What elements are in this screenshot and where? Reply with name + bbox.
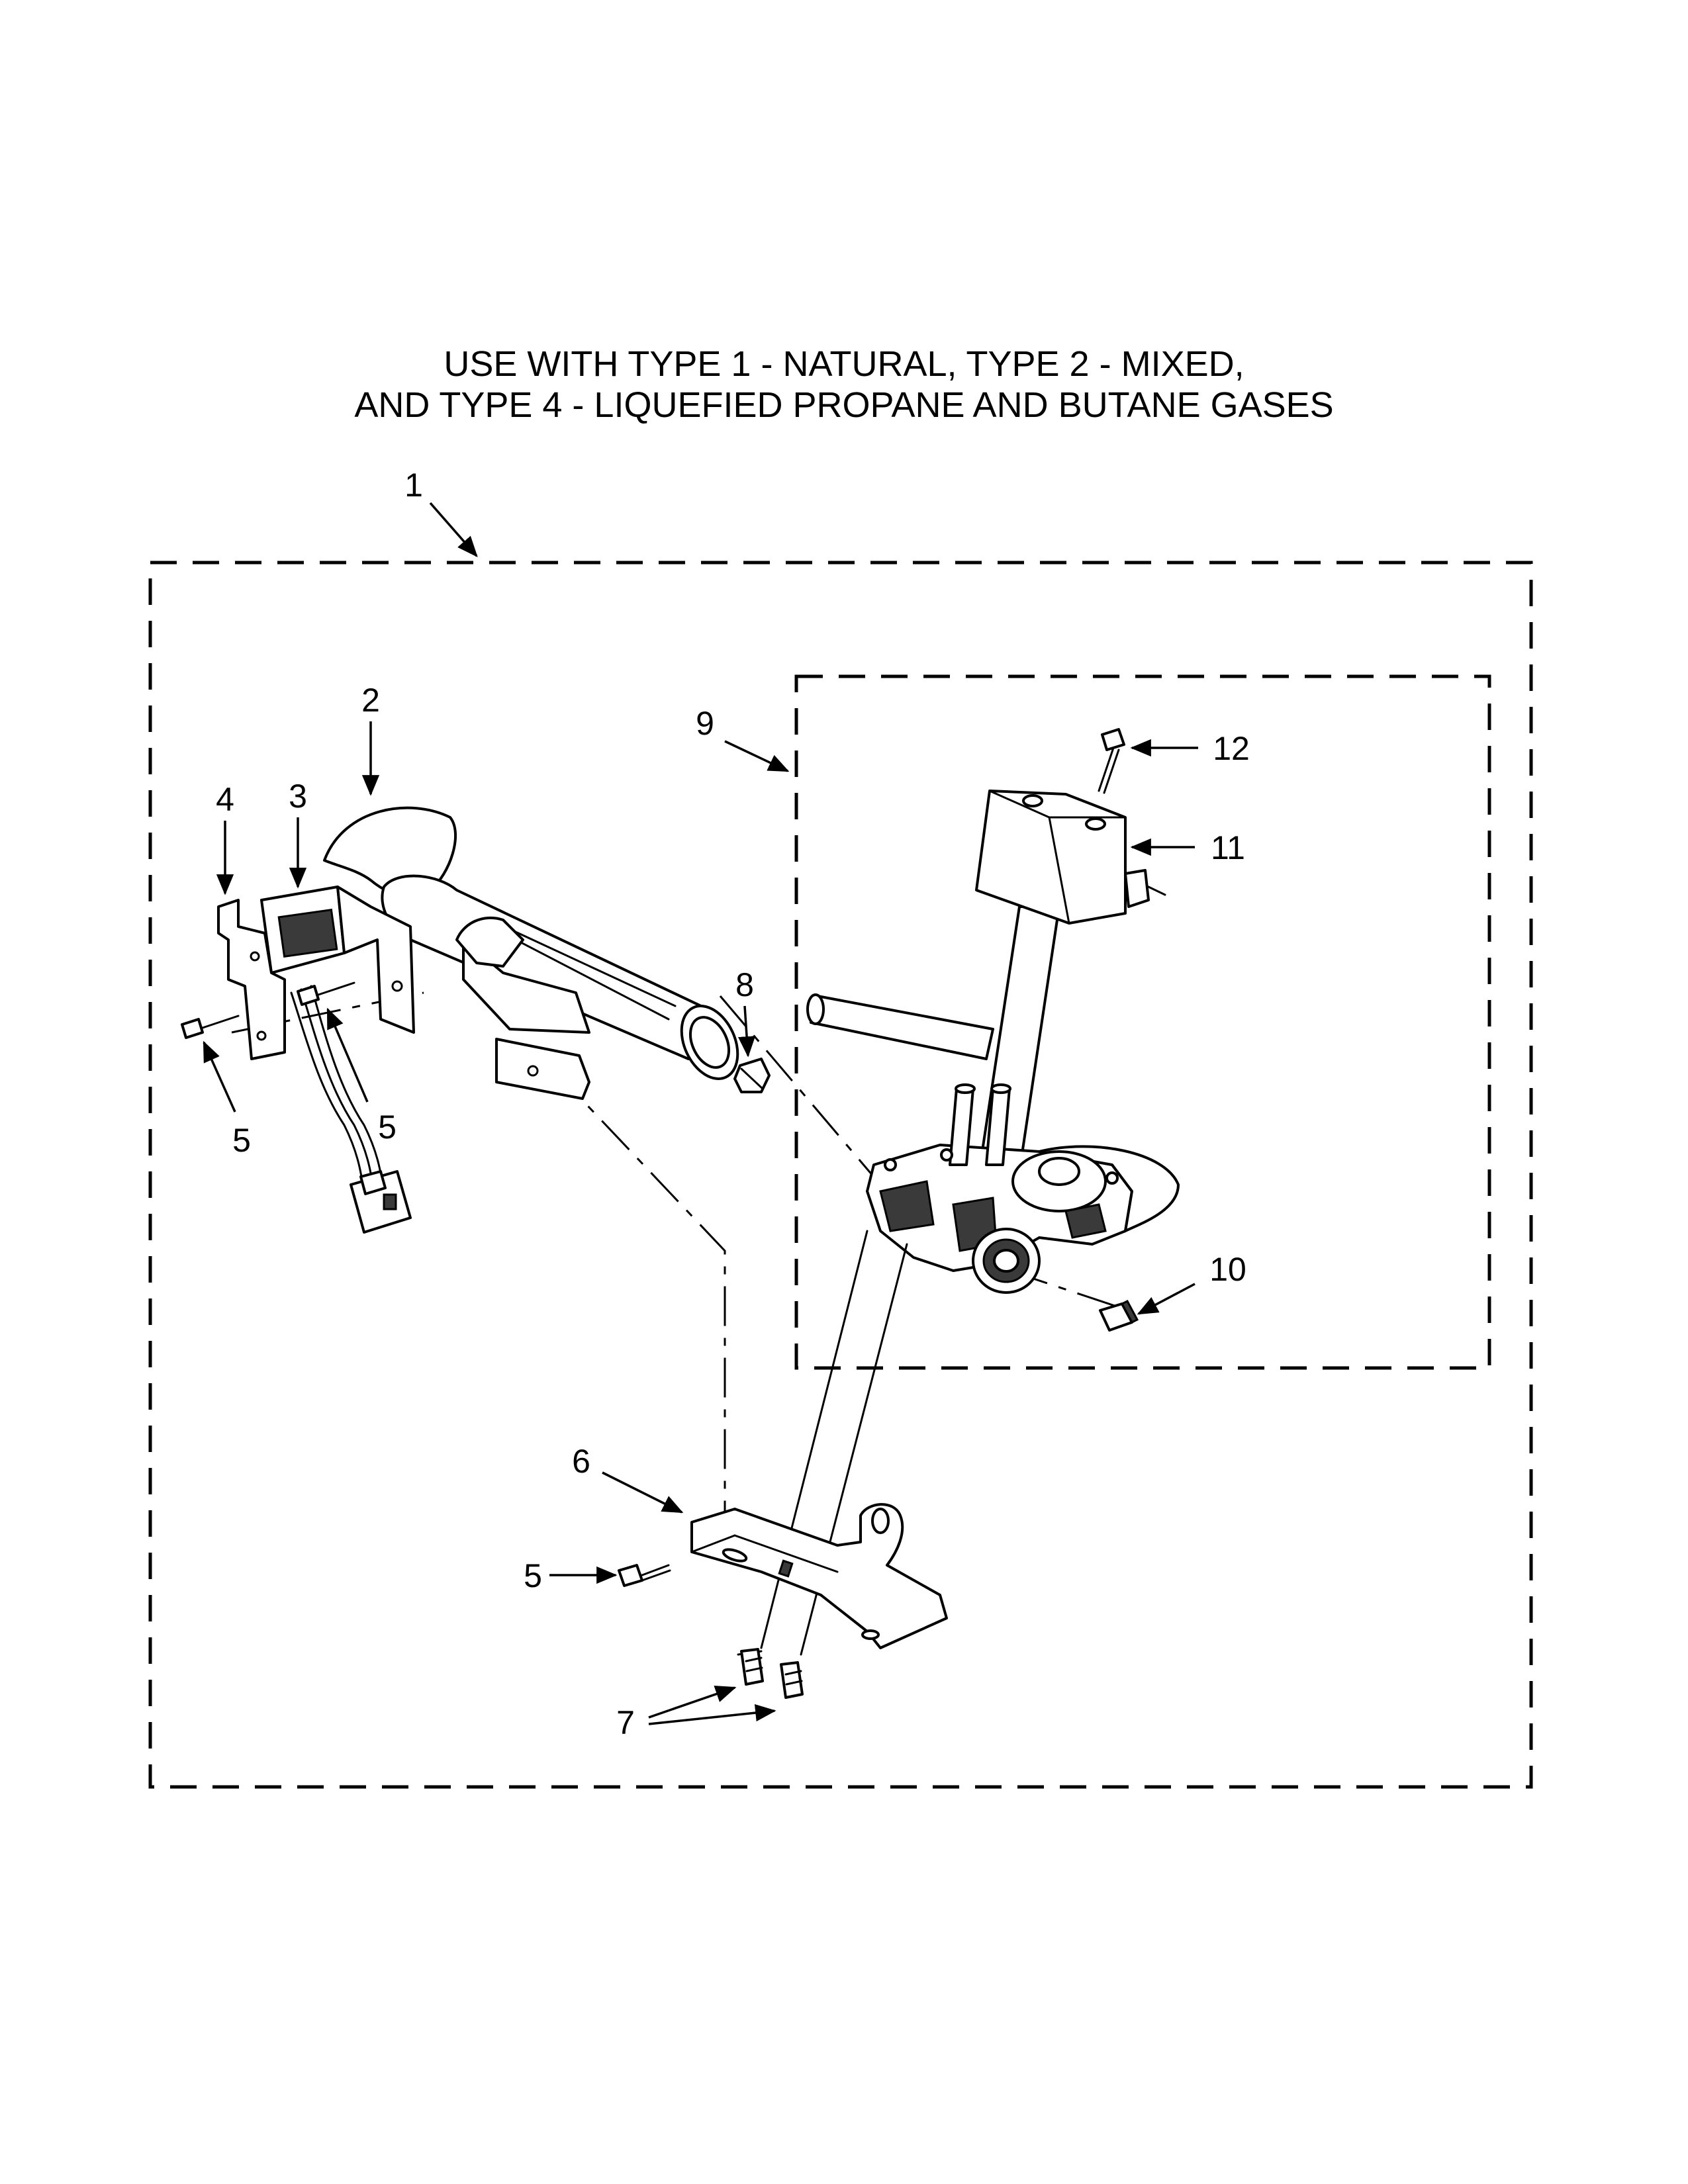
callout-8: 8 — [735, 966, 754, 1003]
assembly-boundary-valve-kit — [794, 674, 1491, 1370]
callout-7: 7 — [616, 1704, 635, 1741]
callout-6: 6 — [572, 1443, 590, 1480]
gas-valve-assembly — [806, 905, 1180, 1294]
mounting-bracket — [690, 1503, 948, 1649]
assembly-boundary-outer — [148, 561, 1533, 1789]
callout-5-igniter-right: 5 — [378, 1109, 397, 1146]
title-line-2: AND TYPE 4 - LIQUEFIED PROPANE AND BUTAN… — [354, 385, 1333, 425]
callout-2: 2 — [361, 682, 380, 719]
igniter-wire-harness — [290, 985, 412, 1234]
igniter-bracket — [217, 899, 286, 1060]
igniter — [260, 886, 415, 1034]
callout-leaders — [203, 502, 1198, 1725]
callout-5-igniter-left: 5 — [232, 1122, 251, 1159]
callout-labels: 1 2 3 4 5 5 8 9 12 11 10 6 5 7 — [216, 467, 1250, 1741]
callout-5-bracket: 5 — [524, 1557, 542, 1594]
bracket-screw — [618, 1564, 671, 1587]
callout-12: 12 — [1213, 730, 1250, 767]
orifice — [733, 1058, 771, 1093]
callout-9: 9 — [696, 705, 714, 742]
support-rod-screws — [740, 1648, 804, 1699]
burner-tube — [323, 806, 739, 1080]
callout-11: 11 — [1211, 829, 1245, 866]
callout-4: 4 — [216, 781, 234, 818]
burner-support-bracket — [495, 1038, 590, 1100]
callout-10: 10 — [1209, 1251, 1246, 1288]
igniter-screws — [181, 981, 355, 1039]
solenoid-coil — [975, 790, 1166, 925]
title-line-1: USE WITH TYPE 1 - NATURAL, TYPE 2 - MIXE… — [444, 344, 1244, 384]
callout-1: 1 — [404, 467, 423, 504]
callout-3: 3 — [289, 778, 307, 815]
valve-pressure-tap — [1099, 1300, 1139, 1332]
solenoid-screw — [1098, 728, 1125, 794]
